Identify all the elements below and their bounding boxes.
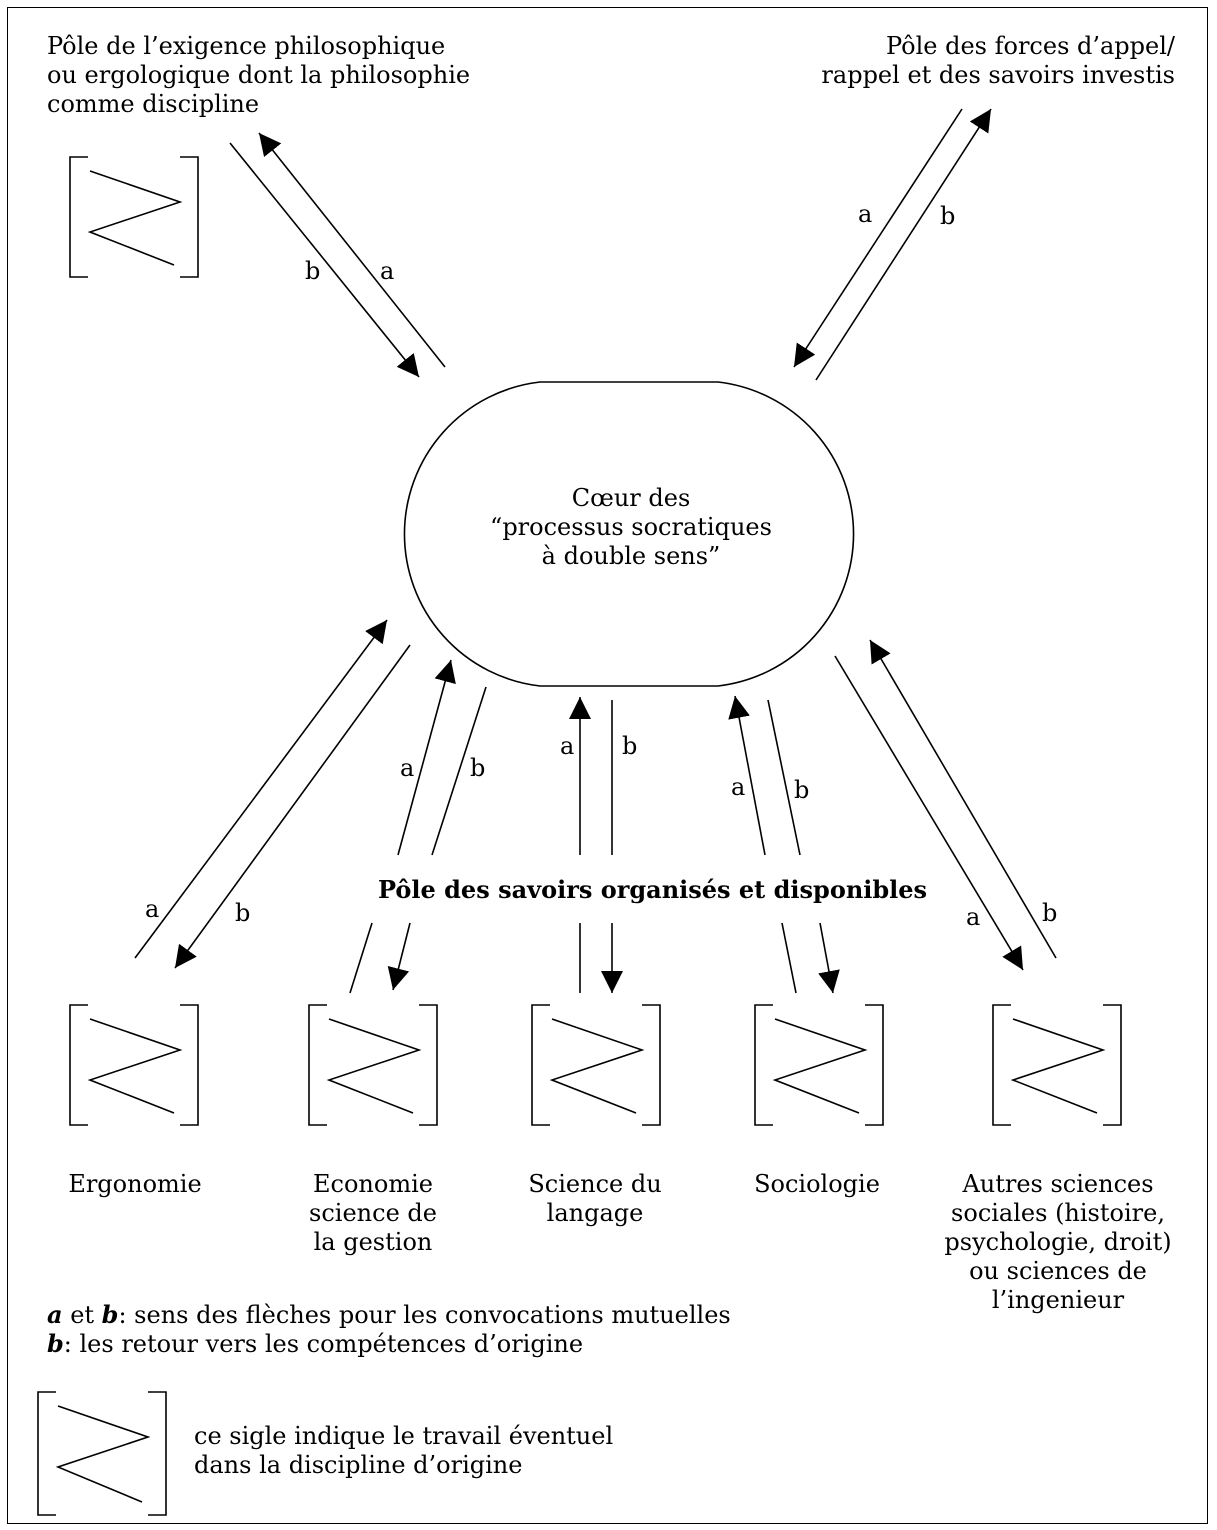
arrow-sociologie-a-upper [728,695,766,856]
legend-line-2-text: : les retour vers les compétences d’orig… [63,1330,584,1358]
arrow-economie-b-lower [387,922,411,991]
pole-savoirs-label: Pôle des savoirs organisés et disponible… [378,875,928,904]
discipline-symbol-icon-top-left [69,156,199,278]
arrow-label-b: b [940,202,956,230]
arrow-label-a: a [858,200,873,228]
legend-and: et [62,1301,102,1329]
discipline-symbol-icon-economie [308,1004,438,1126]
discipline-symbol-icon-legend [37,1391,167,1516]
arrow-economie-a-upper [397,659,456,856]
arrow-top-left-b [229,142,420,378]
arrow-economie-b-upper [431,686,487,856]
arrow-sociologie-b-lower [818,922,840,994]
pole-forces-appel-label: Pôle des forces d’appel/ rappel et des s… [821,32,1175,89]
arrow-ergonomie-b [174,644,411,969]
arrow-label-a: a [560,732,575,760]
arrow-top-left-a [258,132,446,368]
arrow-label-a: a [145,895,160,923]
pole-philosophique-label: Pôle de l’exigence philosophique ou ergo… [47,32,471,118]
legend-line-1: a et b: sens des flèches pour les convoc… [47,1300,731,1330]
discipline-symbol-icon-autres [992,1004,1122,1126]
discipline-symbol-icon-ergonomie [69,1004,199,1126]
arrow-sociologie-a-lower [781,922,797,994]
arrow-sociologie-b-upper [767,699,801,856]
legend-line-2: b: les retour vers les compétences d’ori… [47,1329,583,1359]
legend-symbol-description: ce sigle indique le travail éventuel dan… [194,1422,614,1479]
core-stadium-shape [403,381,855,687]
arrow-autres-b [869,639,1057,959]
arrow-label-b: b [1042,899,1058,927]
discipline-symbol-icon-langage [531,1004,661,1126]
arrow-label-a: a [966,903,981,931]
arrow-economie-a-lower [349,922,373,994]
legend-line-1-text: : sens des flèches pour les convocations… [118,1301,731,1329]
discipline-label-langage: Science du langage [528,1170,662,1227]
arrow-top-right-b [815,108,992,381]
discipline-label-economie: Economie science de la gestion [309,1170,437,1256]
legend-b-letter: b [47,1329,64,1358]
arrow-label-b: b [794,776,810,804]
arrow-label-b: b [305,257,321,285]
core-label: Cœur des “processus socratiques à double… [490,484,772,570]
arrow-ergonomie-a [134,619,388,959]
arrow-top-right-a [793,108,963,368]
arrow-label-a: a [400,754,415,782]
arrow-label-a: a [380,257,395,285]
arrow-autres-a [834,655,1024,971]
discipline-label-ergonomie: Ergonomie [68,1170,202,1198]
arrow-label-b: b [622,732,638,760]
arrow-label-b: b [470,754,486,782]
diagram-frame [7,7,1208,1524]
arrow-label-a: a [731,773,746,801]
legend-b-letter: b [101,1300,119,1329]
arrow-label-b: b [235,899,251,927]
legend-a-letter: a [47,1300,63,1329]
discipline-symbol-icon-sociologie [754,1004,884,1126]
discipline-label-sociologie: Sociologie [754,1170,880,1198]
discipline-label-autres: Autres sciences sociales (histoire, psyc… [944,1170,1172,1314]
